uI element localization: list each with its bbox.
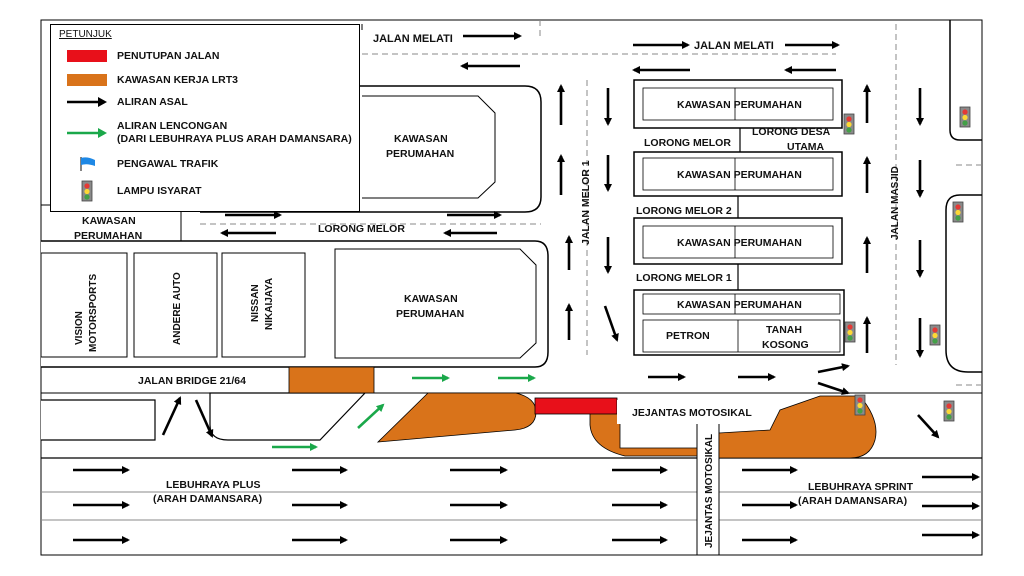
label-vision-2: MOTORSPORTS <box>88 274 99 352</box>
label-kawasan-big-2: PERUMAHAN <box>396 308 464 320</box>
label-nissan-1: NISSAN <box>250 284 261 322</box>
label-plus-2: (ARAH DAMANSARA) <box>153 493 262 505</box>
label-lorong-desa-1: LORONG DESA <box>752 126 831 138</box>
label-jalan-bridge: JALAN BRIDGE 21/64 <box>138 375 246 387</box>
label-jalan-melor-1: JALAN MELOR 1 <box>580 160 592 245</box>
legend-item-road-closure: PENUTUPAN JALAN <box>63 47 219 65</box>
legend-title: PETUNJUK <box>59 29 112 40</box>
label-jalan-melati-right: JALAN MELATI <box>694 40 774 52</box>
label-petron: PETRON <box>666 330 710 342</box>
legend-item-normal-flow: ALIRAN ASAL <box>63 93 188 111</box>
traffic-light <box>844 321 856 343</box>
traffic-light <box>959 106 971 128</box>
orange-block-icon <box>63 73 111 87</box>
diversion-label-sub: (DARI LEBUHRAYA PLUS ARAH DAMANSARA) <box>117 133 352 145</box>
traffic-light <box>952 201 964 223</box>
label-lorong-melor-1: LORONG MELOR 1 <box>636 272 732 284</box>
label-tanah-1: TANAH <box>766 324 802 336</box>
black-arrow-icon <box>63 95 111 109</box>
label-jejantas-v: JEJANTAS MOTOSIKAL <box>704 434 715 548</box>
label-andere: ANDERE AUTO <box>172 272 183 345</box>
andere-auto <box>133 252 218 358</box>
label-perumahan-row3: KAWASAN PERUMAHAN <box>677 237 802 249</box>
normal-flow-arrows <box>73 32 980 544</box>
blue-flag-icon <box>63 157 111 171</box>
label-kawasan-mid-2: PERUMAHAN <box>386 148 454 160</box>
lrt3-work-zone-3 <box>589 412 698 457</box>
label-perumahan-row4: KAWASAN PERUMAHAN <box>677 299 802 311</box>
jejantas-motosikal-horizontal <box>617 400 767 424</box>
traffic-light <box>854 394 866 416</box>
label-lorong-melor-2: LORONG MELOR 2 <box>636 205 732 217</box>
traffic-light <box>929 324 941 346</box>
label-vision-1: VISION <box>74 311 85 345</box>
legend-item-diversion: ALIRAN LENCONGAN (DARI LEBUHRAYA PLUS AR… <box>63 117 352 149</box>
traffic-light <box>843 113 855 135</box>
label-plus-1: LEBUHRAYA PLUS <box>166 479 261 491</box>
lrt3-work-zone-1 <box>288 366 375 394</box>
traffic-light-icon <box>63 180 111 202</box>
label-kawasan-left-2: PERUMAHAN <box>74 230 142 242</box>
right-edge-block <box>949 20 982 141</box>
diversion-label: ALIRAN LENCONGAN <box>117 120 228 132</box>
label-jejantas-h: JEJANTAS MOTOSIKAL <box>632 407 752 419</box>
label-kawasan-mid-1: KAWASAN <box>394 133 448 145</box>
label-jalan-melati-left: JALAN MELATI <box>373 33 453 45</box>
label-tanah-2: KOSONG <box>762 339 809 351</box>
label-sprint-1: LEBUHRAYA SPRINT <box>808 481 914 493</box>
label-sprint-2: (ARAH DAMANSARA) <box>798 495 907 507</box>
legend-item-traffic-light: LAMPU ISYARAT <box>63 180 202 202</box>
vision-motorsports <box>40 252 128 358</box>
diversion-arrows <box>272 374 536 451</box>
nissan-nikaijaya <box>221 252 306 358</box>
label-lorong-melor-top: LORONG MELOR <box>644 137 731 149</box>
label-perumahan-row1: KAWASAN PERUMAHAN <box>677 99 802 111</box>
legend-item-traffic-controller: PENGAWAL TRAFIK <box>63 155 218 173</box>
label-lorong-desa-2: UTAMA <box>787 141 825 153</box>
label-nissan-2: NIKAIJAYA <box>264 278 275 330</box>
traffic-light <box>943 400 955 422</box>
red-block-icon <box>63 49 111 63</box>
green-arrow-icon <box>63 126 111 140</box>
label-kawasan-big-1: KAWASAN <box>404 293 458 305</box>
label-perumahan-row2: KAWASAN PERUMAHAN <box>677 169 802 181</box>
label-jalan-masjid: JALAN MASJID <box>890 166 901 240</box>
legend: PETUNJUK PENUTUPAN JALAN KAWASAN KERJA L… <box>50 24 360 212</box>
label-kawasan-left-1: KAWASAN <box>82 215 136 227</box>
road-closure <box>534 397 618 415</box>
label-lorong-melor-left: LORONG MELOR <box>318 223 405 235</box>
legend-item-lrt3: KAWASAN KERJA LRT3 <box>63 71 238 89</box>
